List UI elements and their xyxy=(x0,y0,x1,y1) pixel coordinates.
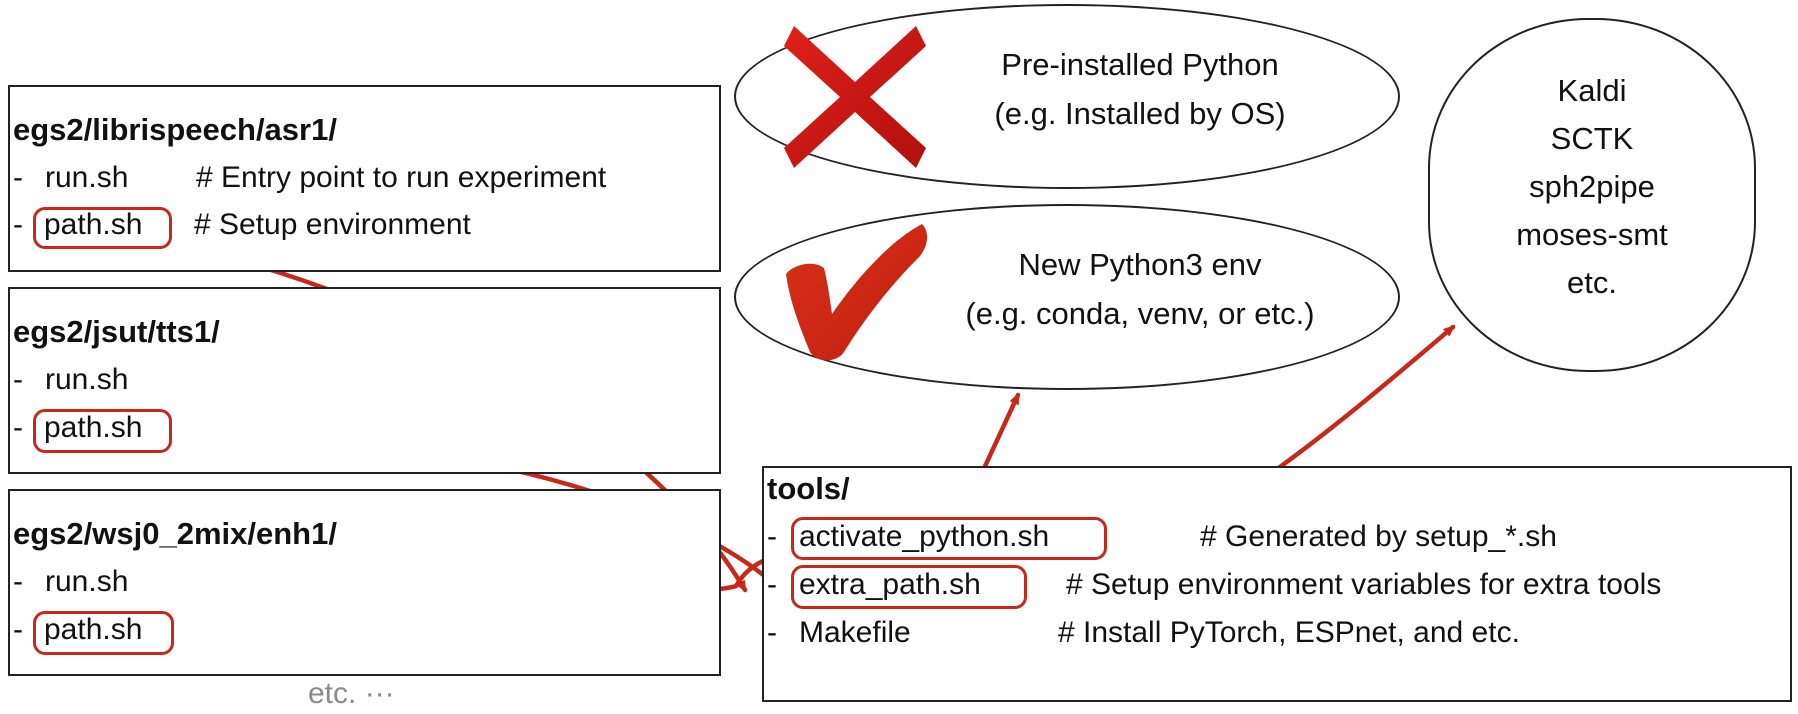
extra-path-comment: # Setup environment variables for extra … xyxy=(1066,568,1662,601)
run-script: run.sh xyxy=(45,565,129,598)
path-script: path.sh xyxy=(44,411,143,444)
recipe-box-librispeech xyxy=(8,85,721,272)
bullet: - xyxy=(767,568,777,601)
bullet: - xyxy=(13,565,23,598)
python-env-line2: (e.g. conda, venv, or etc.) xyxy=(965,296,1315,331)
python-env-line1: New Python3 env xyxy=(1018,247,1262,282)
recipe-box-jsut xyxy=(8,287,721,474)
recipe-title: egs2/librispeech/asr1/ xyxy=(13,112,337,147)
bullet: - xyxy=(13,363,23,396)
extra-tools-oval xyxy=(1428,18,1756,372)
tools-title: tools/ xyxy=(767,471,850,506)
activate-python-highlight xyxy=(791,517,1107,560)
tools-box xyxy=(762,466,1792,702)
path-script-highlight xyxy=(33,207,172,249)
bullet: - xyxy=(767,520,777,553)
extra-tool-item: etc. xyxy=(1567,265,1617,300)
extra-tool-item: Kaldi xyxy=(1557,73,1627,108)
bullet: - xyxy=(13,161,23,194)
path-comment: # Setup environment xyxy=(194,208,471,241)
python-env-label: New Python3 env (e.g. conda, venv, or et… xyxy=(930,240,1350,338)
python-preinstalled-line2: (e.g. Installed by OS) xyxy=(994,96,1286,131)
makefile-comment: # Install PyTorch, ESPnet, and etc. xyxy=(1058,616,1520,649)
recipe-title: egs2/wsj0_2mix/enh1/ xyxy=(13,516,337,551)
extra-tool-item: sph2pipe xyxy=(1529,169,1655,204)
extra-tool-item: SCTK xyxy=(1550,121,1634,156)
path-script: path.sh xyxy=(44,208,143,241)
bullet: - xyxy=(13,411,23,444)
bullet: - xyxy=(13,208,23,241)
bullet: - xyxy=(13,613,23,646)
path-script-highlight xyxy=(33,611,174,655)
activate-python-comment: # Generated by setup_*.sh xyxy=(1200,520,1557,553)
activate-python-script: activate_python.sh xyxy=(799,520,1050,553)
bullet: - xyxy=(767,616,777,649)
path-script-highlight xyxy=(33,409,172,453)
recipe-box-wsj0-2mix xyxy=(8,489,721,676)
checkmark-icon xyxy=(786,224,928,361)
recipe-title: egs2/jsut/tts1/ xyxy=(13,314,220,349)
more-recipes-label: etc. ··· xyxy=(308,677,395,710)
extra-path-highlight xyxy=(791,565,1027,609)
run-script: run.sh xyxy=(45,363,129,396)
extra-tool-item: moses-smt xyxy=(1516,217,1668,252)
cross-icon xyxy=(784,26,926,168)
path-script: path.sh xyxy=(44,613,143,646)
run-comment: # Entry point to run experiment xyxy=(196,161,607,194)
makefile: Makefile xyxy=(799,616,911,649)
python-preinstalled-label: Pre-installed Python (e.g. Installed by … xyxy=(960,40,1320,138)
extra-tools-list: Kaldi SCTK sph2pipe moses-smt etc. xyxy=(1428,67,1756,307)
extra-path-script: extra_path.sh xyxy=(799,568,981,601)
python-preinstalled-line1: Pre-installed Python xyxy=(1001,47,1279,82)
run-script: run.sh xyxy=(45,161,129,194)
